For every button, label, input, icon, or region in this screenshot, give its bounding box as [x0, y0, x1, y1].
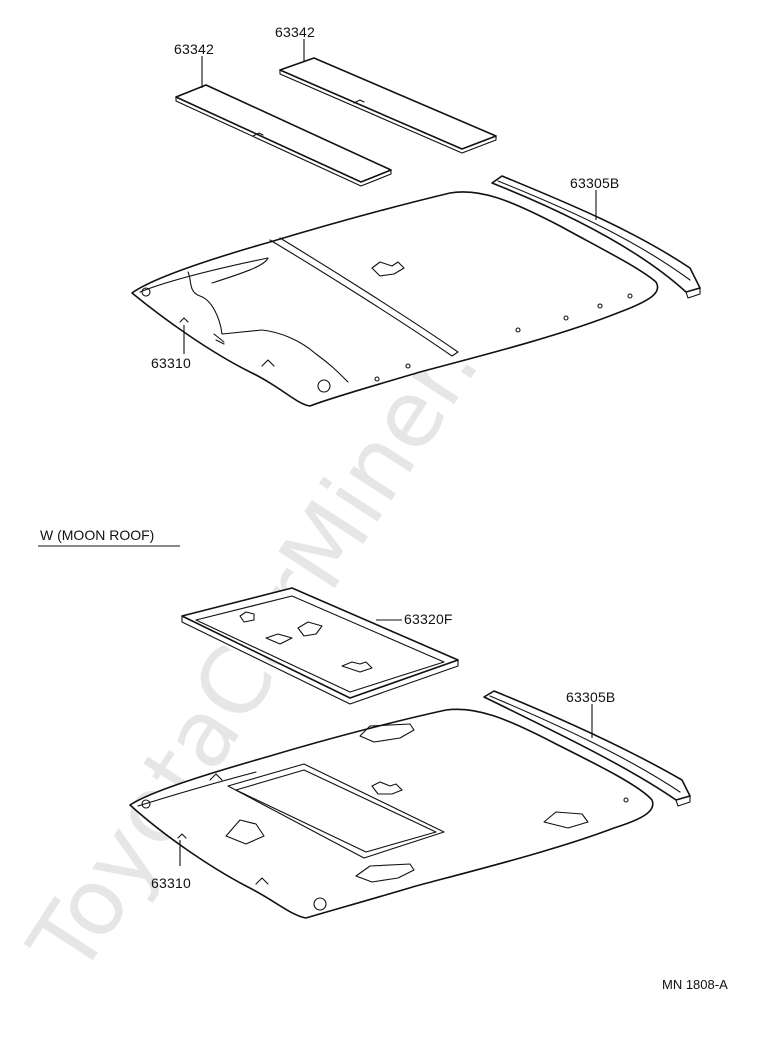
rail-top	[491, 175, 701, 299]
pad-left	[175, 84, 392, 187]
pad-right	[279, 57, 497, 154]
label-pad-right: 63342	[275, 24, 315, 40]
sunshade	[181, 587, 459, 705]
label-pad-left: 63342	[174, 41, 214, 57]
section-label-text: W (MOON ROOF)	[40, 527, 154, 543]
section-label: W (MOON ROOF)	[38, 527, 180, 547]
bottom-group: 63320F 63305B 63310	[129, 587, 691, 919]
rail-bottom	[483, 690, 691, 807]
headliner-bottom	[129, 708, 654, 919]
label-headliner-top: 63310	[151, 355, 191, 371]
label-headliner-bottom: 63310	[151, 875, 191, 891]
label-sunshade: 63320F	[404, 611, 453, 627]
label-rail-bottom: 63305B	[566, 689, 615, 705]
headliner-top	[131, 191, 659, 407]
label-rail-top: 63305B	[570, 175, 619, 191]
top-group: 63342 63342 63305B	[131, 24, 701, 407]
diagram-code: MN 1808-A	[662, 977, 728, 992]
